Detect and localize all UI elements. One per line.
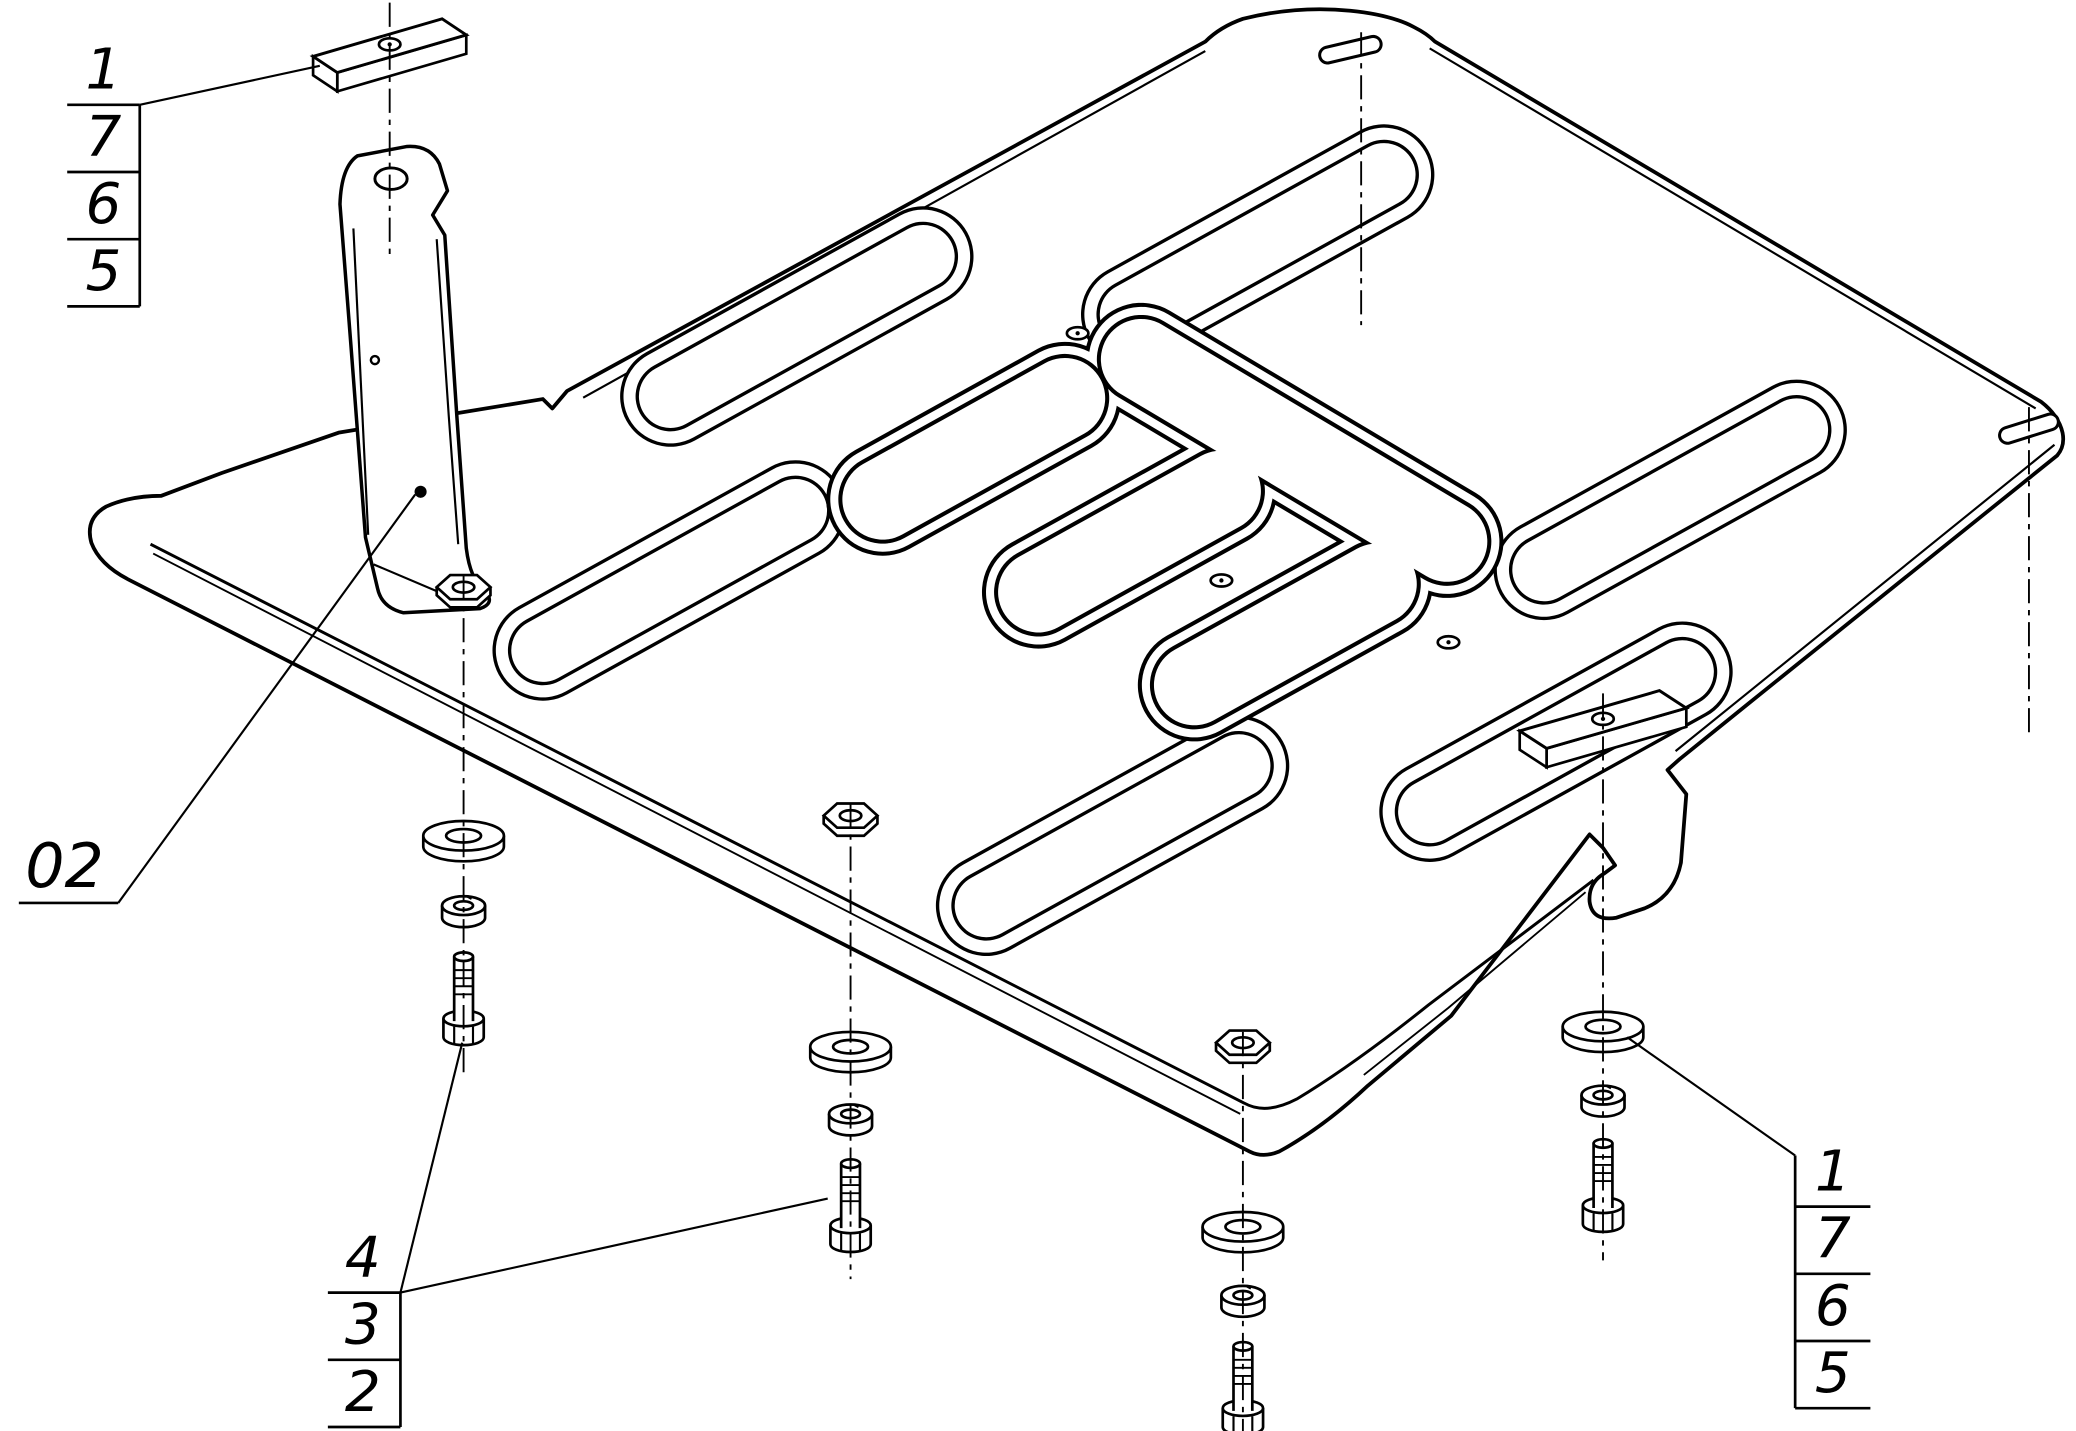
strip-hole-center	[387, 42, 392, 47]
bracket-tab-hole	[373, 166, 409, 191]
leader-line	[139, 64, 321, 106]
central-meander-recess	[826, 302, 1504, 742]
oval-recess-top	[1080, 124, 1435, 365]
callout-number: 2	[345, 1360, 381, 1425]
oval-recess-right	[1493, 379, 1847, 621]
callout-bottom-right-stack: 1 7 6 5	[1626, 1036, 1871, 1410]
callout-number: 7	[86, 105, 122, 170]
callout-number: 6	[1815, 1274, 1851, 1339]
oval-recess-bottom-middle	[935, 715, 1290, 957]
plate-hole	[1209, 573, 1234, 588]
callout-number: 3	[345, 1293, 381, 1358]
leader-line	[1626, 1036, 1796, 1157]
lip-thickness-line	[152, 552, 1241, 1115]
plate-holes	[1065, 325, 1461, 650]
callout-number: 5	[1815, 1341, 1851, 1406]
strip-hole-center	[1600, 716, 1606, 722]
callout-number: 5	[86, 239, 122, 304]
callout-number: 7	[1815, 1207, 1851, 1272]
callout-bracket-label: 02	[18, 485, 427, 905]
bracket-bend-line	[352, 228, 370, 535]
corner-slot-top	[1318, 34, 1383, 65]
plate-hole	[1065, 325, 1090, 341]
center-lines	[388, 2, 2030, 1431]
callout-top-left-stack: 1 7 6 5	[67, 38, 321, 308]
plate-hole	[1436, 634, 1461, 650]
callout-number: 6	[86, 172, 122, 237]
lip-fold-line	[149, 542, 1595, 1110]
bracket-assembly-number: 02	[25, 830, 104, 902]
oval-recess-upper-left	[620, 206, 974, 447]
right-mounting-strip	[1516, 689, 1690, 770]
oval-recess-left-middle	[492, 460, 846, 701]
leader-line	[399, 1042, 464, 1293]
callout-number: 1	[86, 38, 122, 103]
callout-bottom-left-stack: 4 3 2	[327, 1042, 828, 1429]
leader-line	[117, 493, 417, 904]
lip-inner-line	[1363, 891, 1587, 1076]
edge-thickness-line	[1429, 47, 2037, 410]
bracket-arm-hole	[369, 354, 381, 366]
bracket-outline	[338, 144, 492, 615]
leader-dot	[414, 485, 427, 498]
callout-number: 4	[345, 1225, 381, 1290]
edge-thickness-line	[1674, 443, 2056, 752]
leader-line	[400, 1197, 828, 1294]
bracket-bend-line	[435, 239, 460, 545]
callout-number: 1	[1815, 1139, 1851, 1204]
